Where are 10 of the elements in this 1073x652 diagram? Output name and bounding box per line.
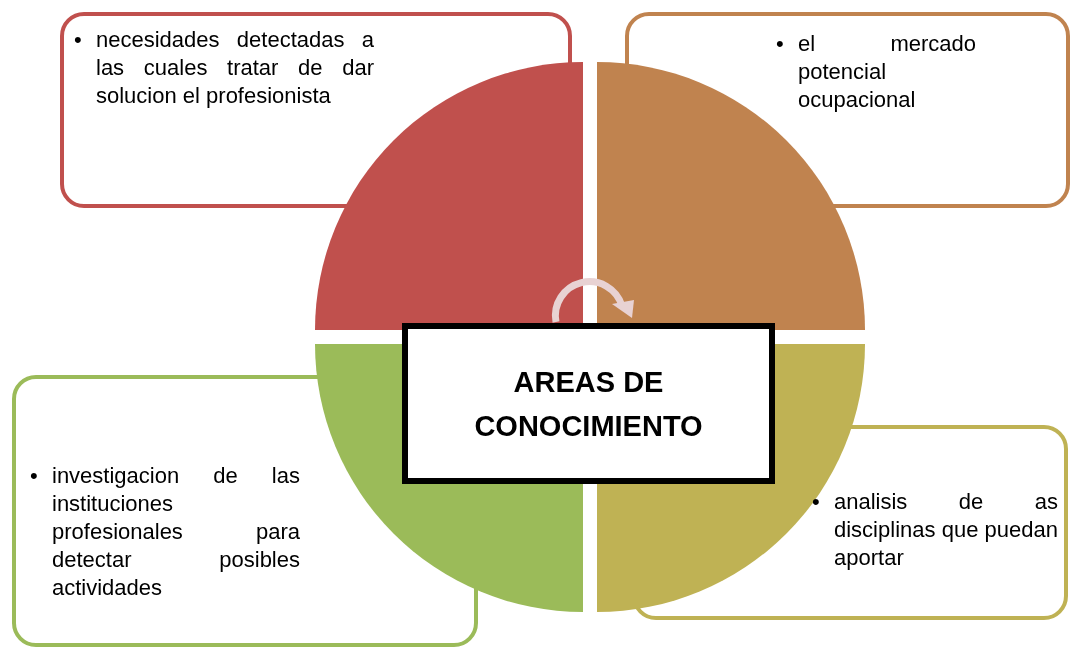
title-text: AREAS DE CONOCIMIENTO <box>473 364 704 444</box>
bullet-text: el mercado potencial ocupacional <box>798 30 976 114</box>
bullet: • <box>74 26 83 54</box>
bullet-text: analisis de as disciplinas que puedan aportar <box>834 488 1058 572</box>
bullet-text: necesidades detectadas a las cuales tratar de dar solucion el profesionista <box>96 26 374 110</box>
bullet: • <box>30 462 39 490</box>
bullet-text: investigacion de las instituciones profesionales para detectar posibles actividades <box>52 462 300 602</box>
title-box <box>402 323 775 484</box>
bullet: • <box>776 30 785 58</box>
bullet: • <box>812 488 821 516</box>
